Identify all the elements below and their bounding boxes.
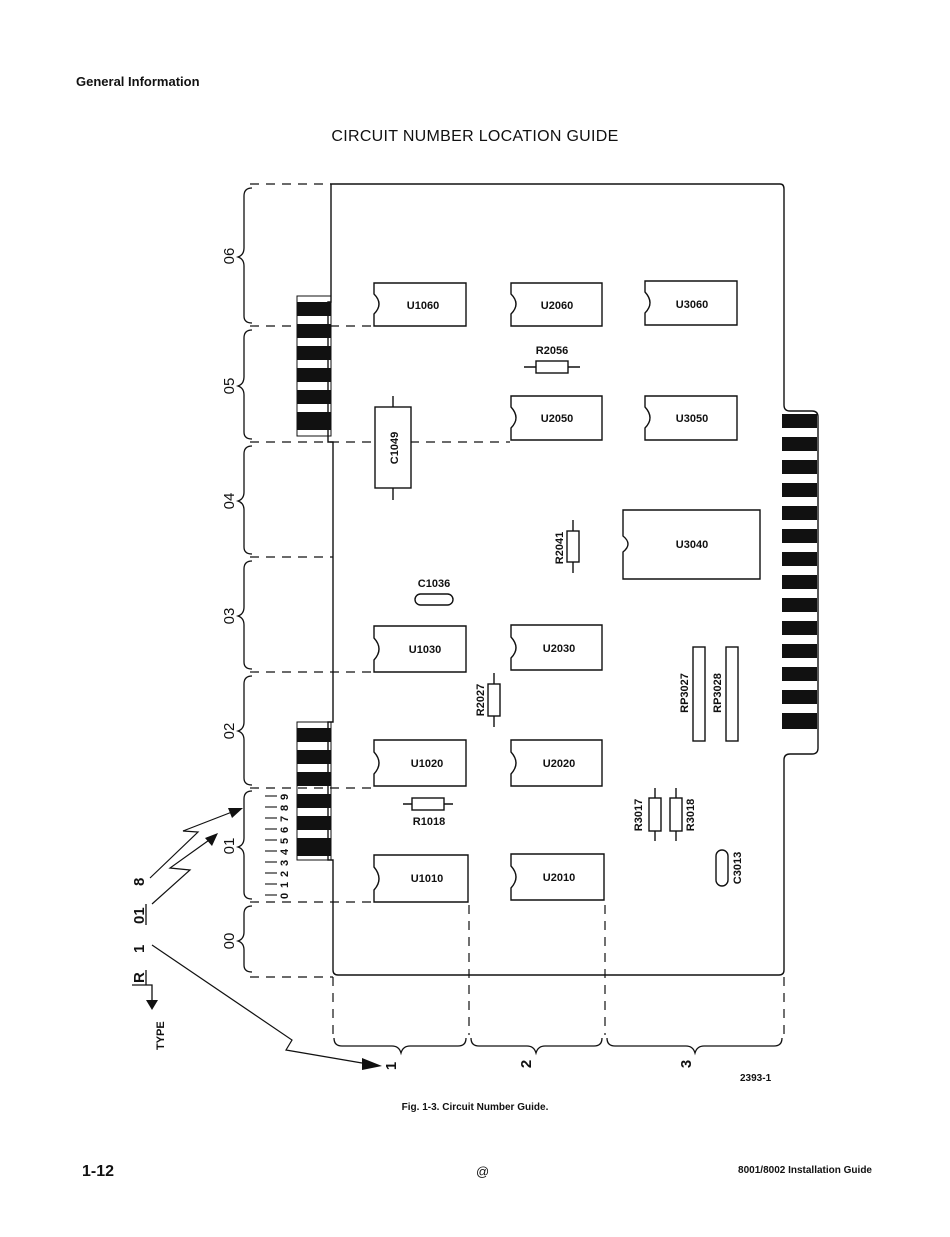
subzone-digit-6: 6 [279,827,291,833]
page-title: CIRCUIT NUMBER LOCATION GUIDE [331,128,619,145]
zone-label-01: 01 [221,838,238,855]
footer-mark: @ [476,1164,490,1179]
subzone-digit-4: 4 [279,848,291,855]
code-type-letter: R [131,972,148,983]
column-labels: 1 2 3 [383,1060,695,1070]
chip-u3040 [622,509,761,580]
chip-label-u2050: U2050 [541,413,573,425]
zone-labels: 06 05 04 03 02 01 00 [221,248,238,950]
figure-id: 2393-1 [740,1073,772,1084]
label-c3013: C3013 [732,852,744,884]
left-lower-connector [296,721,332,861]
chip-u1060 [373,282,467,327]
label-r1018: R1018 [413,816,445,828]
label-rp3027: RP3027 [679,673,691,713]
chip-label-u1010: U1010 [411,873,443,885]
chip-label-u3040: U3040 [676,539,708,551]
label-rp3028: RP3028 [712,673,724,713]
subzone-digit-1: 1 [279,882,291,888]
chip-label-u2010: U2010 [543,872,575,884]
subzone-digit-2: 2 [279,871,291,877]
chip-label-u1030: U1030 [409,644,441,656]
chip-u2030 [510,624,603,671]
code-zone-digits: 01 [131,907,148,924]
zone-label-05: 05 [221,378,238,395]
chip-u2010 [510,853,605,901]
chip-u2050 [510,395,603,441]
subzone-digit-7: 7 [279,816,291,822]
zone-braces [235,187,253,973]
subzone-ruler: 0 1 2 3 4 5 6 7 8 9 [265,794,291,899]
figure-caption: Fig. 1-3. Circuit Number Guide. [401,1102,549,1113]
zone-label-06: 06 [221,248,238,265]
board-outline [327,183,819,976]
resistor-r3018 [669,788,683,841]
label-r2041: R2041 [554,532,566,564]
zone-guide-lines [250,183,785,1035]
subzone-digit-3: 3 [279,860,291,866]
running-header: General Information [76,74,200,89]
capacitor-c3013 [715,849,729,887]
resistor-pack-rp3027 [692,646,706,742]
chip-label-u1060: U1060 [407,300,439,312]
type-label: TYPE [155,1021,167,1050]
capacitor-c1049 [374,396,412,500]
chip-label-u2030: U2030 [543,643,575,655]
footer-manual-title: 8001/8002 Installation Guide [738,1165,872,1176]
chip-u3060 [644,280,738,326]
chip-u1010 [373,854,469,903]
left-upper-connector [296,295,332,437]
column-label-3: 3 [678,1060,695,1068]
circuit-code-example: R 1 01 8 TYPE [131,878,167,1050]
zone-label-03: 03 [221,608,238,625]
column-label-1: 1 [383,1062,400,1070]
chip-label-u2020: U2020 [543,758,575,770]
chip-u2020 [510,739,603,787]
resistor-r2056 [524,360,580,374]
chip-label-u2060: U2060 [541,300,573,312]
label-r3017: R3017 [633,799,645,831]
chip-u3050 [644,395,738,441]
code-column-digit: 1 [131,945,148,953]
column-braces [333,1037,783,1056]
capacitor-c1036 [414,593,454,606]
resistor-r3017 [648,788,662,841]
label-r2056: R2056 [536,345,568,357]
chip-u1020 [373,739,467,787]
resistor-r2027 [487,673,501,727]
subzone-digit-9: 9 [279,794,291,800]
page-number: 1-12 [82,1163,115,1180]
chip-u2060 [510,282,603,327]
zone-label-02: 02 [221,723,238,740]
label-c1036: C1036 [418,578,450,590]
right-edge-connector [782,414,817,729]
label-r2027: R2027 [475,684,487,716]
resistor-r2041 [566,520,580,573]
zone-label-00: 00 [221,933,238,950]
column-label-2: 2 [518,1060,535,1068]
chip-label-u3060: U3060 [676,299,708,311]
chip-u1030 [373,625,467,673]
subzone-digit-0: 0 [279,893,291,899]
zone-label-04: 04 [221,493,238,510]
subzone-digit-8: 8 [279,805,291,811]
label-c1049: C1049 [389,432,401,464]
label-r3018: R3018 [685,799,697,831]
resistor-r1018 [403,797,453,811]
resistor-pack-rp3028 [725,646,739,742]
code-position-digit: 8 [131,878,148,886]
chip-label-u1020: U1020 [411,758,443,770]
subzone-digit-5: 5 [279,838,291,844]
pointer-arrows [149,811,363,1064]
chip-label-u3050: U3050 [676,413,708,425]
